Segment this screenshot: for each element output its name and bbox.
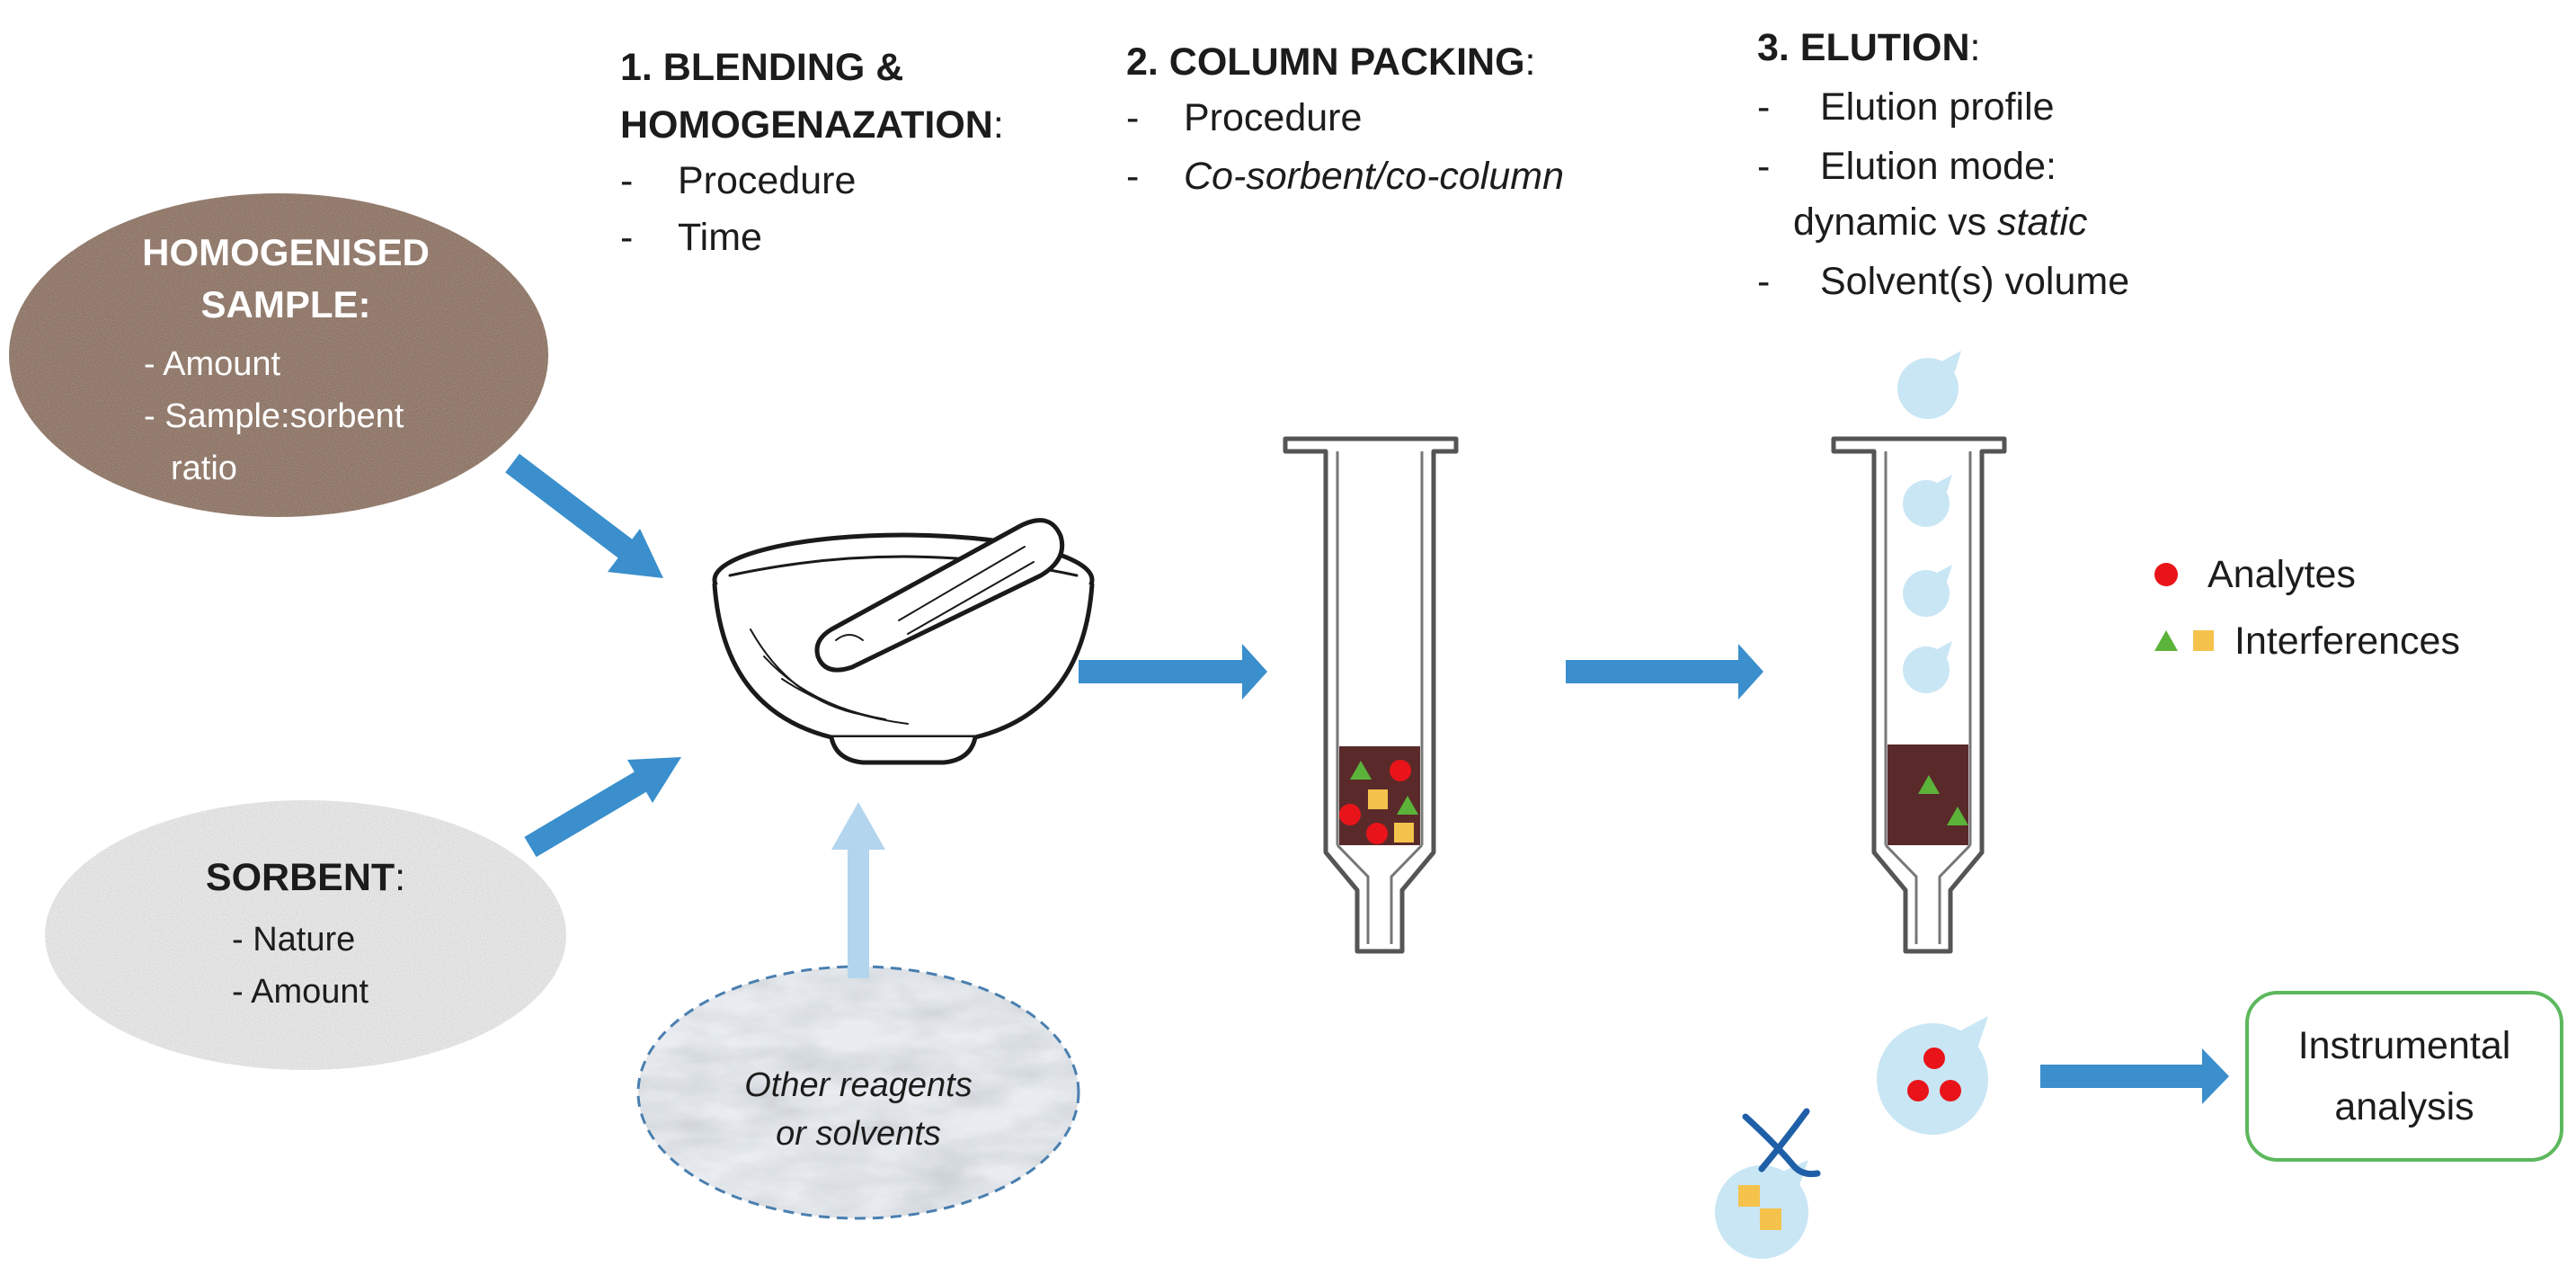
reagents-oval <box>636 965 1080 1220</box>
step3-item-label: Elution profile <box>1820 85 2055 129</box>
step3-title-row: 3. ELUTION: <box>1757 29 1980 67</box>
sorbent-item-nature: - Nature <box>232 921 356 958</box>
reagents-line2: or solvents <box>776 1115 941 1153</box>
step3-colon: : <box>1969 26 1981 69</box>
legend-markers <box>2154 563 2214 651</box>
arrow-sample-to-mortar <box>505 453 663 578</box>
step3-item-label: Elution mode: <box>1820 145 2056 188</box>
output-line1: Instrumental <box>2297 1024 2511 1067</box>
analyte-dot <box>1390 760 1411 781</box>
interference-triangle <box>1947 807 1968 825</box>
arrow-eluate-to-analysis <box>2040 1048 2229 1104</box>
analyte-dot <box>1366 823 1388 844</box>
arrow-mortar-to-column <box>1079 644 1267 700</box>
legend-analyte-dot <box>2154 563 2178 586</box>
analyte-dot <box>1923 1048 1945 1069</box>
legend-interference-triangle <box>2154 630 2178 651</box>
step1-item-label: Time <box>678 216 762 259</box>
arrow-reagents-to-mortar <box>831 802 885 978</box>
step1-item-procedure: -Procedure <box>620 159 857 202</box>
interference-triangle <box>1397 796 1418 815</box>
sorbent-title: SORBENT <box>205 856 395 899</box>
legend-interferences-label: Interferences <box>2234 620 2460 663</box>
sorbent-colon: : <box>395 856 406 899</box>
mortar-pestle-icon <box>712 518 1095 765</box>
arrow-column-to-elution <box>1566 644 1763 700</box>
analyte-dot <box>1339 804 1361 825</box>
step3-item-volume: -Solvent(s) volume <box>1757 260 2130 303</box>
sorbent-title-row: SORBENT: <box>184 859 427 897</box>
step3-mode-dynamic: dynamic vs <box>1793 201 1998 244</box>
interference-triangle <box>1350 761 1372 780</box>
legend-analytes-label: Analytes <box>2207 553 2356 596</box>
interference-square <box>1368 789 1388 809</box>
step2-item-label: Co-sorbent/co-column <box>1184 155 1565 198</box>
solvent-droplets <box>1897 351 1961 693</box>
interference-square <box>1738 1185 1760 1207</box>
sample-title-line2: SAMPLE: <box>200 283 371 325</box>
output-line2: analysis <box>2334 1085 2474 1128</box>
step2-item-label: Procedure <box>1184 96 1363 139</box>
sorbent-oval <box>45 800 566 1070</box>
arrow-sorbent-to-mortar <box>524 757 681 858</box>
step3-title: 3. ELUTION <box>1757 26 1970 69</box>
interference-triangle <box>1918 775 1940 794</box>
step1-item-time: -Time <box>620 216 762 259</box>
step1-title-line2: HOMOGENAZATION <box>620 103 993 147</box>
step2-title-row: 2. COLUMN PACKING: <box>1126 43 1536 82</box>
reagents-line1: Other reagents <box>744 1066 973 1104</box>
step2-title: 2. COLUMN PACKING <box>1126 40 1525 84</box>
step1-title: 1. BLENDING & <box>620 49 903 87</box>
step3-item-mode-detail: dynamic vs static <box>1793 203 2087 242</box>
interference-square <box>1394 823 1414 843</box>
step1-title-row2: HOMOGENAZATION: <box>620 106 1004 145</box>
legend-interference-square <box>2193 630 2214 651</box>
step1-item-label: Procedure <box>678 159 857 202</box>
analyte-dot <box>1940 1080 1961 1101</box>
droplet-icon <box>1903 641 1952 693</box>
sample-item-ratio: - Sample:sorbent <box>144 397 404 435</box>
step3-item-profile: -Elution profile <box>1757 85 2055 129</box>
rejected-droplet <box>1715 1108 1821 1259</box>
packed-column <box>1283 436 1459 954</box>
sorbent-item-amount: - Amount <box>232 973 369 1011</box>
elution-column <box>1831 436 2007 954</box>
analyte-dot <box>1907 1080 1929 1101</box>
sample-item-ratio-cont: ratio <box>171 450 237 487</box>
step2-item-procedure: -Procedure <box>1126 96 1363 139</box>
sample-item-amount: - Amount <box>144 345 281 383</box>
step3-item-mode: -Elution mode: <box>1757 145 2056 188</box>
droplet-icon <box>1903 475 1952 527</box>
instrumental-analysis-box <box>2245 991 2563 1162</box>
step1-colon: : <box>992 103 1004 147</box>
step2-item-cosorbent: -Co-sorbent/co-column <box>1126 155 1565 198</box>
sample-title-line1: HOMOGENISED <box>142 231 430 273</box>
step1-title-line1: 1. BLENDING & <box>620 46 904 89</box>
step2-colon: : <box>1524 40 1536 84</box>
droplet-icon <box>1897 351 1961 419</box>
interference-square <box>1760 1208 1781 1230</box>
step3-mode-static: static <box>1997 201 2088 244</box>
cross-icon <box>1742 1108 1821 1178</box>
step3-item-label: Solvent(s) volume <box>1820 260 2130 303</box>
homogenised-sample-oval <box>9 193 548 517</box>
eluate-droplet <box>1877 1016 1988 1135</box>
packed-column-particles <box>1339 760 1418 844</box>
droplet-icon <box>1903 565 1952 617</box>
